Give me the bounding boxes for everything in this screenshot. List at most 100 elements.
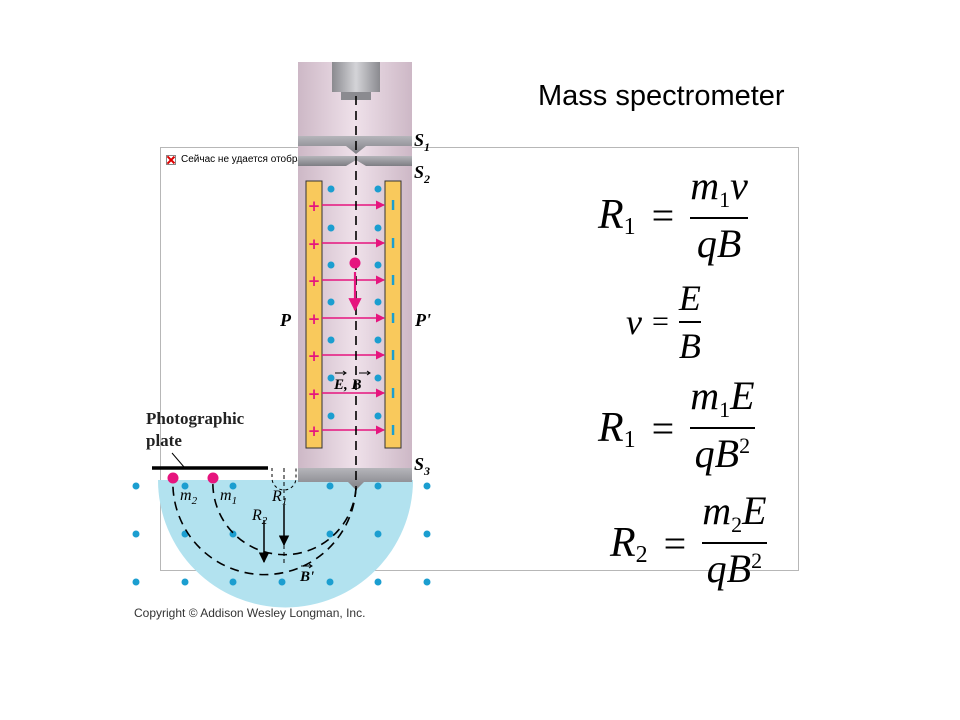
plus-sign: + <box>308 310 321 328</box>
b-field-dot <box>374 530 382 538</box>
b-field-dot <box>374 261 382 269</box>
broken-image-frame <box>160 147 799 571</box>
slit-s1-collar <box>298 136 412 154</box>
radius-notch <box>271 468 297 491</box>
minus-sign: I <box>391 237 396 252</box>
label-m2: m2 <box>180 487 198 507</box>
b-field-dot <box>423 578 431 586</box>
b-field-dot <box>374 298 382 306</box>
formula-lhs-subscript: 1 <box>623 213 636 240</box>
formula-lhs: R <box>598 192 624 238</box>
b-field-dot <box>229 578 237 586</box>
plate-p-prime <box>384 180 402 449</box>
plate-p-prime-charges: I I I I I I I <box>391 199 396 439</box>
b-field-dot <box>374 412 382 420</box>
equals-sign: = <box>651 192 675 238</box>
broken-image-icon <box>166 154 176 165</box>
b-field-dot <box>423 530 431 538</box>
label-plate: plate <box>146 431 182 450</box>
ion-in-selector <box>349 257 361 269</box>
trajectory-m2 <box>172 477 357 576</box>
b-field-dot <box>327 261 335 269</box>
denominator: qB <box>696 221 742 266</box>
formula-lhs: R <box>598 405 624 451</box>
formula-lhs-subscript: 2 <box>635 541 648 568</box>
b-field-dot <box>374 374 382 382</box>
b-field-dots-outer <box>132 482 431 586</box>
trajectory-m1 <box>212 477 357 556</box>
electric-field-arrows <box>322 200 385 435</box>
plus-sign: + <box>308 422 321 440</box>
label-s2: S2 <box>414 162 430 186</box>
b-field-dot <box>327 185 335 193</box>
copyright-notice: Copyright © Addison Wesley Longman, Inc. <box>134 606 366 620</box>
label-m1: m1 <box>220 487 237 507</box>
ion-source <box>332 62 380 92</box>
fraction-bar <box>702 542 767 544</box>
equals-sign: = <box>651 305 669 338</box>
b-field-dot <box>374 185 382 193</box>
denominator: B <box>678 326 701 366</box>
fraction-bar <box>678 321 701 323</box>
b-field-dot <box>326 482 334 490</box>
b-field-dot <box>229 482 237 490</box>
slide-title: Mass spectrometer <box>538 80 785 112</box>
b-field-dots-inner <box>327 185 382 420</box>
b-field-dot <box>327 336 335 344</box>
formula-lhs: R <box>610 520 636 566</box>
b-field-dot <box>423 482 431 490</box>
b-field-dot <box>327 224 335 232</box>
b-field-dot <box>132 530 140 538</box>
vector-arrows <box>301 370 371 569</box>
label-e-b: E, B <box>333 377 362 393</box>
plus-sign: + <box>308 235 321 253</box>
fraction: E B <box>678 277 701 367</box>
broken-image-text: Сейчас не удается отобразить рисунок. <box>181 154 365 165</box>
ion-m2-impact <box>167 472 179 484</box>
plate-p <box>305 180 323 449</box>
label-p: P <box>279 310 292 330</box>
numerator: E <box>678 278 701 318</box>
b-field-dot <box>229 530 237 538</box>
plate-p-charges: + + + + + + + <box>308 197 321 440</box>
b-field-dot <box>374 336 382 344</box>
fraction-bar <box>690 217 748 219</box>
minus-sign: I <box>391 274 396 289</box>
b-field-dot <box>327 374 335 382</box>
formula-v-e-over-b: v = E B <box>626 277 701 367</box>
equals-sign: = <box>651 405 675 451</box>
slit-s2-collar <box>298 156 412 166</box>
plus-sign: + <box>308 385 321 403</box>
b-field-dot <box>374 482 382 490</box>
b-field-dot <box>326 578 334 586</box>
plus-sign: + <box>308 347 321 365</box>
label-r1: R1 <box>271 488 287 508</box>
label-s1: S1 <box>414 130 430 154</box>
minus-sign: I <box>391 387 396 402</box>
label-p-prime: P' <box>414 310 431 330</box>
equals-sign: = <box>663 520 687 566</box>
b-field-dot <box>278 578 286 586</box>
b-field-dot <box>327 412 335 420</box>
label-photographic: Photographic <box>146 409 245 428</box>
plus-sign: + <box>308 197 321 215</box>
ion-m1-impact <box>207 472 219 484</box>
b-field-dot <box>374 578 382 586</box>
minus-sign: I <box>391 424 396 439</box>
label-r2: R2 <box>251 507 268 527</box>
b-field-dot <box>181 578 189 586</box>
formula-lhs: v <box>626 302 642 342</box>
formula-lhs-subscript: 1 <box>623 426 636 453</box>
label-s3: S3 <box>414 454 430 478</box>
fraction-bar <box>690 427 755 429</box>
